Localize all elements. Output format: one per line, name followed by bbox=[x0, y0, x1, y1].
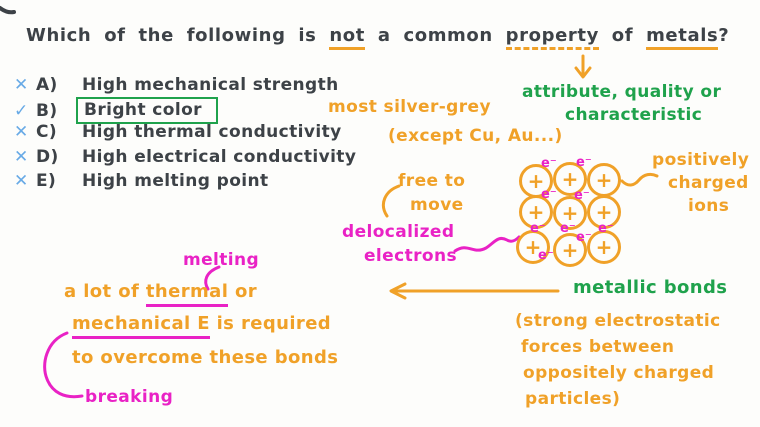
metallic-bonds-arrow-icon bbox=[389, 282, 560, 300]
option-row-a: ✕ A) High mechanical strength bbox=[14, 75, 339, 95]
question-part: a common bbox=[377, 25, 493, 46]
option-letter: A) bbox=[36, 75, 58, 95]
plus-charge-icon: + bbox=[527, 169, 545, 193]
option-text: High melting point bbox=[82, 171, 269, 191]
positively-charged-ions-note: positively charged ions bbox=[652, 149, 749, 218]
plus-charge-icon: + bbox=[595, 168, 613, 192]
electron-label: e⁻ bbox=[538, 248, 554, 263]
plus-charge-icon: + bbox=[561, 238, 579, 262]
metal-ion: + bbox=[553, 162, 587, 196]
property-meaning-line2: characteristic bbox=[565, 105, 703, 125]
metal-ion: + bbox=[519, 195, 553, 229]
plus-charge-icon: + bbox=[595, 235, 613, 259]
free-to-move-note: free to move bbox=[398, 169, 465, 217]
metals-underlined-word: metals bbox=[646, 25, 719, 50]
correct-answer-box: Bright color bbox=[76, 97, 218, 124]
question-part: of bbox=[611, 25, 634, 46]
option-text: High thermal conductivity bbox=[82, 122, 342, 142]
breaking-label: breaking bbox=[85, 387, 174, 407]
plus-charge-icon: + bbox=[561, 167, 579, 191]
property-underlined-word: property bbox=[505, 25, 599, 50]
option-letter: B) bbox=[36, 100, 58, 121]
free-to-move-pointer bbox=[382, 184, 401, 218]
energy-note-line1: a lot of thermal or bbox=[64, 280, 257, 307]
metallic-bonds-label: metallic bonds bbox=[573, 277, 728, 298]
property-arrow-down-icon bbox=[574, 54, 592, 79]
question-part: Which of the following is bbox=[26, 25, 317, 46]
free-note-line2: move bbox=[410, 195, 464, 215]
free-note-line1: free to bbox=[398, 171, 466, 191]
plus-charge-icon: + bbox=[527, 200, 545, 224]
positive-ions-line1: positively bbox=[652, 150, 750, 170]
metal-ion: + bbox=[587, 230, 621, 264]
metal-ion: + bbox=[553, 233, 587, 267]
electrostatic-line1: (strong electrostatic bbox=[515, 311, 721, 331]
plus-charge-icon: + bbox=[595, 200, 613, 224]
option-text: High mechanical strength bbox=[82, 75, 339, 95]
electron-label: e⁻ bbox=[598, 221, 614, 236]
metal-ion: + bbox=[516, 230, 550, 264]
option-text: High electrical conductivity bbox=[82, 147, 357, 167]
plus-charge-icon: + bbox=[524, 235, 542, 259]
electron-label: e⁻ bbox=[560, 221, 576, 236]
option-letter: E) bbox=[36, 171, 57, 191]
option-letter: D) bbox=[36, 147, 59, 167]
electron-label: e⁻ bbox=[530, 221, 546, 236]
metal-ion: + bbox=[553, 196, 587, 230]
energy-l2-part: is required bbox=[216, 313, 332, 334]
question-text: Which of the following is not a common p… bbox=[26, 25, 756, 50]
electron-label: e⁻ bbox=[574, 188, 590, 203]
cross-mark-icon: ✕ bbox=[14, 147, 29, 167]
thermal-underlined-word: thermal bbox=[145, 281, 229, 307]
color-note-line2: (except Cu, Au...) bbox=[388, 126, 563, 146]
electron-label: e⁻ bbox=[541, 187, 557, 202]
question-mark: ? bbox=[718, 25, 730, 46]
electrostatic-line2: forces between bbox=[521, 337, 675, 357]
option-row-d: ✕ D) High electrical conductivity bbox=[14, 147, 356, 167]
electron-label: e⁻ bbox=[541, 156, 557, 171]
option-letter: C) bbox=[36, 122, 58, 142]
metal-ion: + bbox=[587, 195, 621, 229]
melting-label: melting bbox=[183, 250, 260, 270]
metal-ion: + bbox=[587, 163, 621, 197]
delocalized-line2: electrons bbox=[364, 246, 457, 266]
color-note-line1: most silver-grey bbox=[328, 97, 491, 117]
not-underlined-word: not bbox=[329, 25, 365, 50]
electron-label: e⁻ bbox=[576, 155, 592, 170]
positive-ions-line2: charged bbox=[668, 173, 749, 193]
mechanical-underlined-word: mechanical E bbox=[72, 313, 210, 339]
positive-ions-line3: ions bbox=[688, 196, 730, 216]
delocalized-line1: delocalized bbox=[342, 222, 455, 242]
option-row-b: ✓ B) Bright color bbox=[14, 97, 218, 124]
energy-note-line2: mechanical E is required bbox=[72, 312, 332, 339]
energy-note-line3: to overcome these bonds bbox=[72, 347, 339, 368]
cross-mark-icon: ✕ bbox=[14, 122, 29, 142]
energy-l1-part: a lot of bbox=[64, 281, 140, 302]
delocalized-electrons-pointer bbox=[453, 235, 521, 253]
plus-charge-icon: + bbox=[561, 201, 579, 225]
electrostatic-note: (strong electrostatic forces between opp… bbox=[515, 308, 721, 412]
delocalized-electrons-note: delocalized electrons bbox=[342, 220, 457, 268]
corner-stroke bbox=[0, 6, 16, 15]
option-row-c: ✕ C) High thermal conductivity bbox=[14, 122, 342, 142]
electrostatic-line3: oppositely charged bbox=[523, 363, 715, 383]
check-mark-icon: ✓ bbox=[14, 100, 29, 121]
cross-mark-icon: ✕ bbox=[14, 75, 29, 95]
electrostatic-line4: particles) bbox=[525, 389, 621, 409]
cross-mark-icon: ✕ bbox=[14, 171, 29, 191]
energy-l1-part: or bbox=[234, 281, 257, 302]
option-row-e: ✕ E) High melting point bbox=[14, 171, 269, 191]
electron-label: e⁻ bbox=[576, 230, 592, 245]
property-meaning-line1: attribute, quality or bbox=[522, 82, 722, 102]
